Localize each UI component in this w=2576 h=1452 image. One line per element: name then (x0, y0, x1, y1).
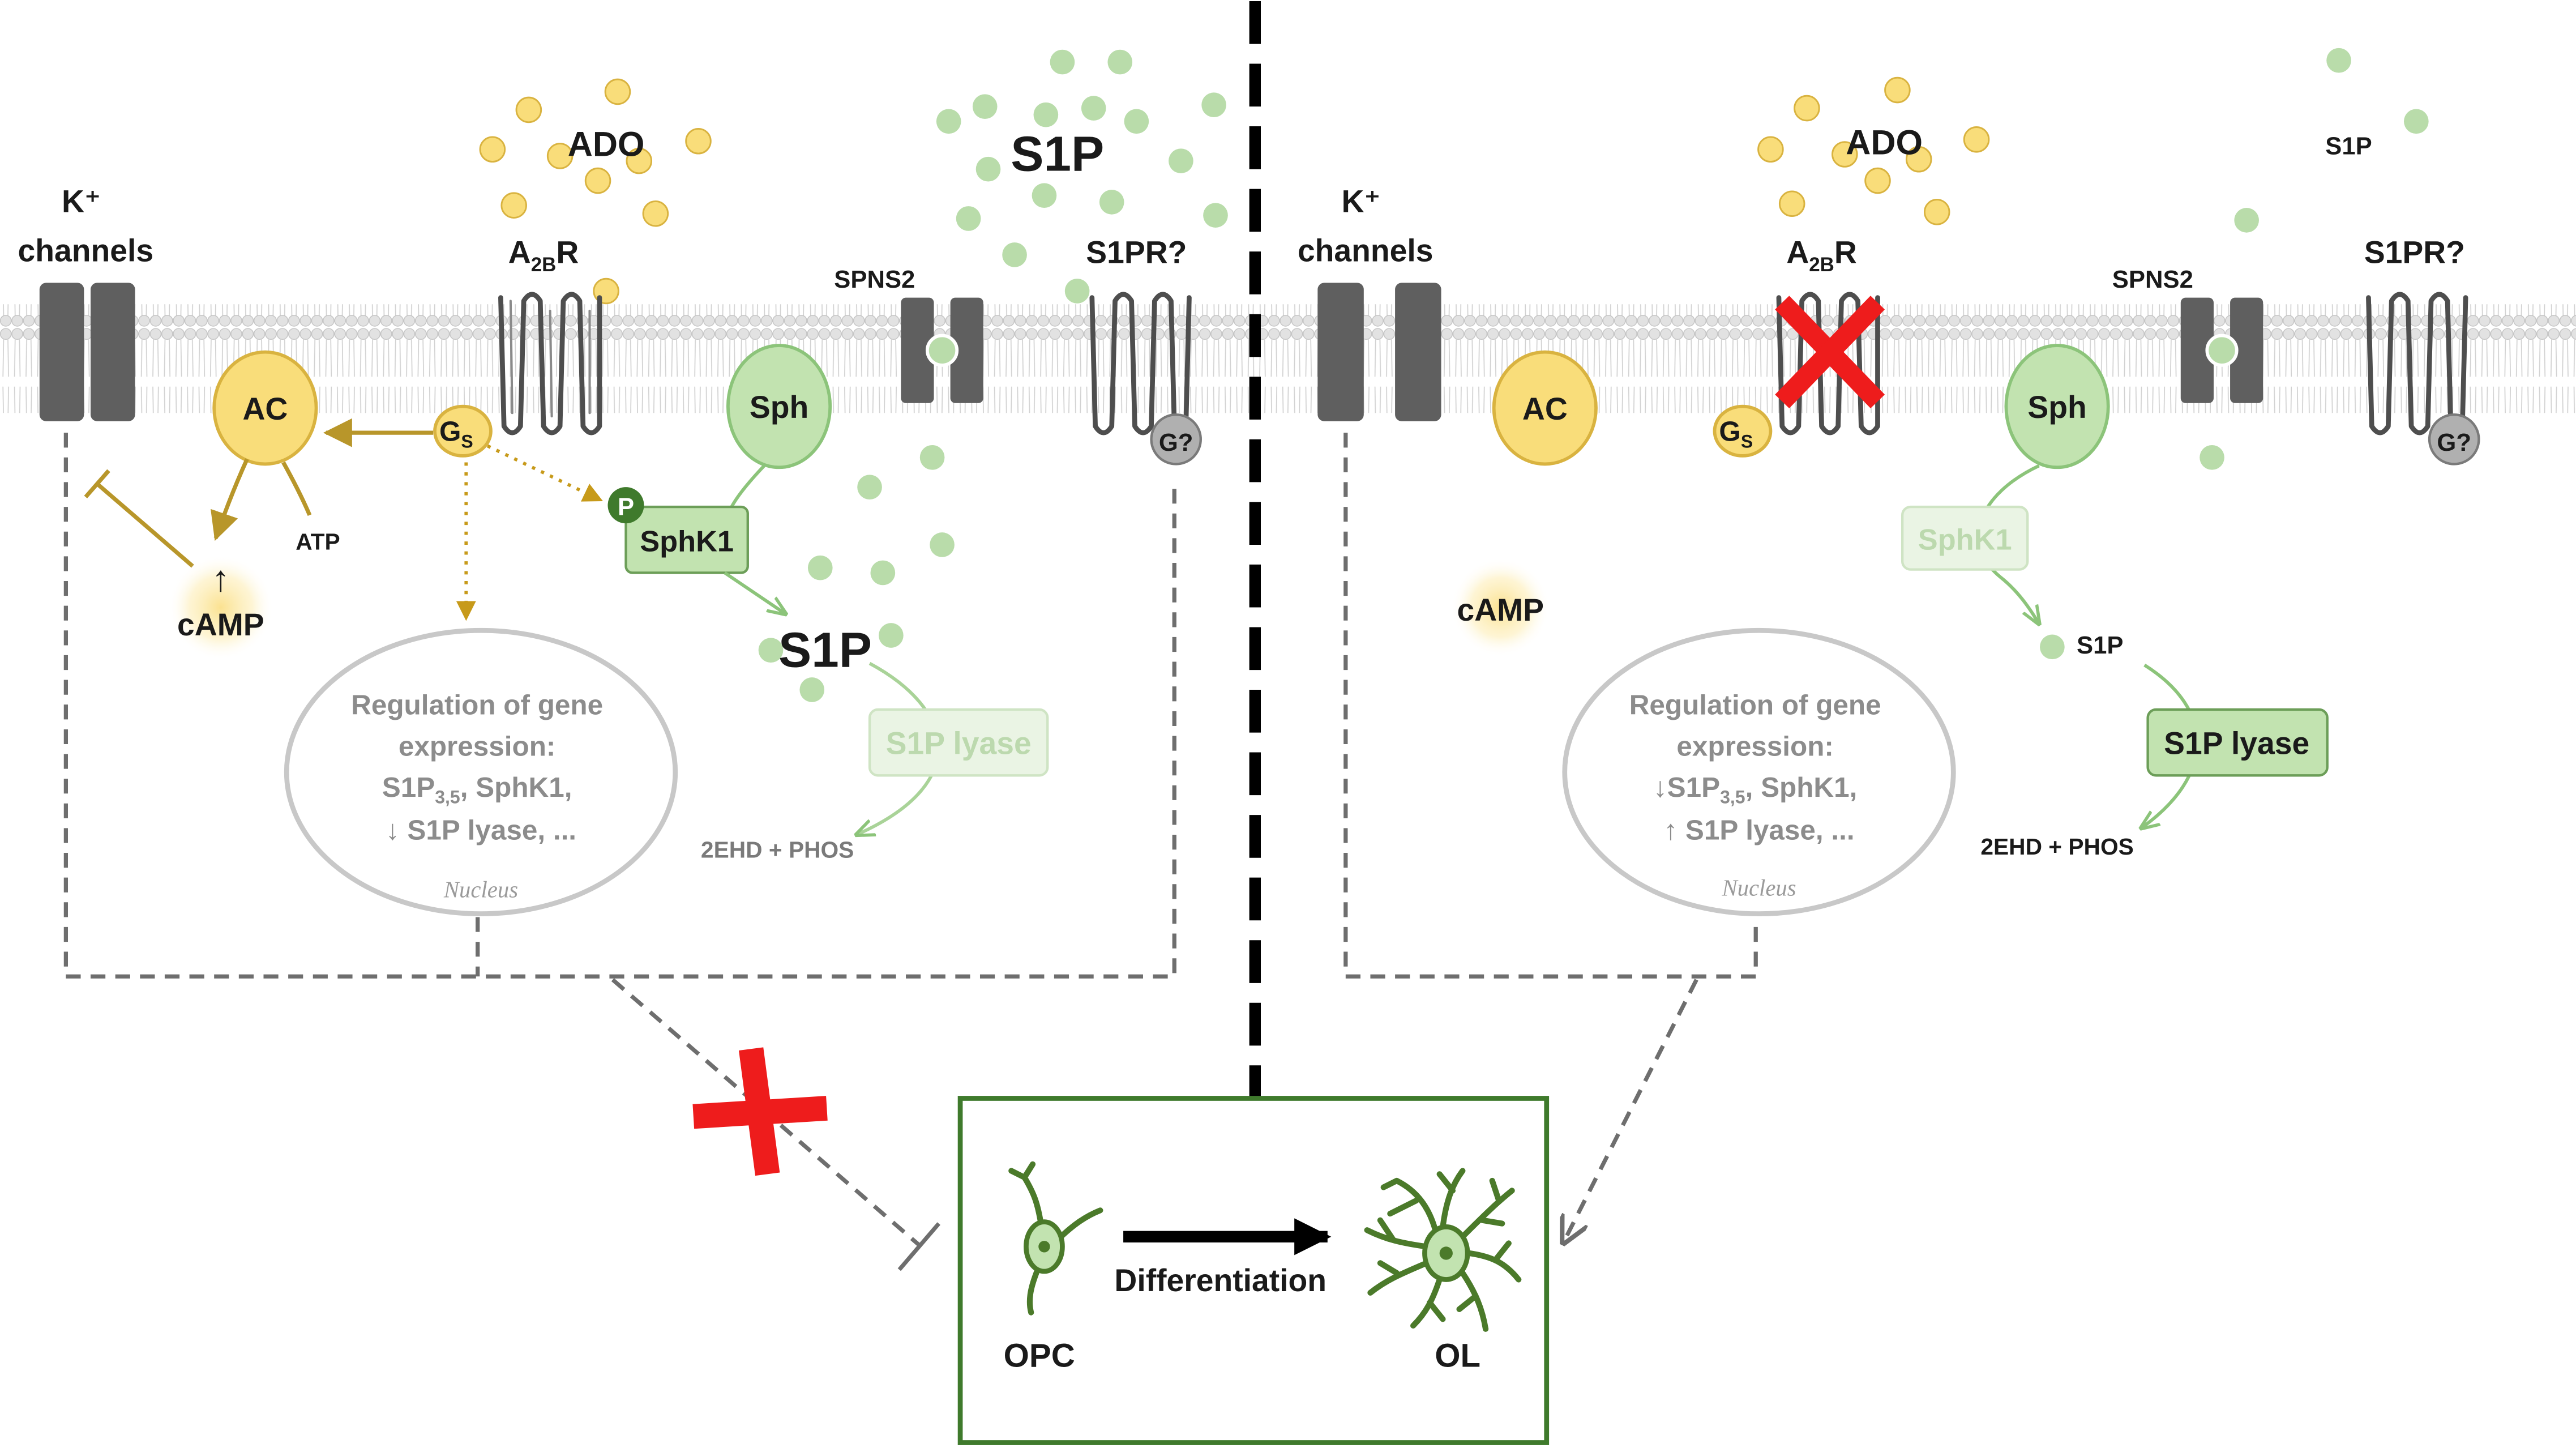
camp-glow-right (1451, 558, 1550, 657)
sphk1-box-right (1901, 505, 2029, 571)
ac-enzyme-right (1492, 350, 1598, 466)
gs-to-sphk1-arrow (486, 444, 604, 502)
camp-inhibits-k-bar (84, 469, 110, 499)
spns2-right-right (2230, 297, 2263, 403)
ado-label: ADO (568, 125, 645, 163)
ado-label-right: ADO (1846, 123, 1923, 162)
ol-nucleus (1439, 1246, 1453, 1260)
gs-label-right: GS (1719, 416, 1753, 452)
s1p-top-label-right: S1P (2325, 133, 2372, 160)
right-promote-arrow (1565, 979, 1698, 1240)
sph-label: Sph (750, 390, 808, 425)
left-signal-bracket (63, 433, 1176, 979)
nucleus-text: Regulation of gene expression: S1P3,5, S… (351, 690, 611, 846)
ac-enzyme (212, 350, 318, 466)
spns2-left (901, 297, 934, 403)
nucleus-text-right: Regulation of gene expression: ↓S1P3,5, … (1629, 690, 1889, 846)
s1pr-label: S1PR? (1086, 235, 1187, 270)
phosphate-icon (607, 487, 644, 524)
sph-enzyme (726, 344, 832, 469)
left-panel: K⁺ channels ADO A2BR S1 (18, 49, 1228, 1271)
a2b-receptor-right (1776, 292, 1880, 435)
sphk1-label: SphK1 (640, 526, 734, 558)
k-channel-right-right (1395, 283, 1441, 421)
ac-label: AC (242, 391, 288, 426)
g-unknown-label-right: G? (2437, 429, 2471, 456)
spns2-left-right (2180, 297, 2214, 403)
a2b-receptor (498, 292, 602, 435)
a2br-label-right: A2BR (1786, 235, 1856, 276)
nucleus-caption-right: Nucleus (1721, 876, 1796, 901)
camp-label-right: cAMP (1457, 592, 1544, 627)
atp-to-ac-line (281, 461, 312, 516)
s1p-mid-label-right: S1P (2077, 632, 2123, 659)
opc-nucleus (1038, 1241, 1050, 1253)
spns2-right (950, 297, 983, 403)
ac-to-camp-arrow (211, 458, 249, 541)
differentiation-box: OPC Differentiation OL (957, 1096, 1550, 1445)
phosphate-label: P (618, 494, 634, 521)
s1p-lyase-label-right: S1P lyase (2164, 725, 2309, 761)
nucleus-right (1562, 627, 1956, 917)
ac-label-right: AC (1522, 391, 1568, 426)
k-channel-left (39, 283, 84, 421)
s1p-particles-top-right (2200, 48, 2429, 470)
left-blocked-arrow-bar (897, 1222, 941, 1271)
s1p-top-label: S1P (1011, 127, 1104, 182)
s1p-lyase-label: S1P lyase (886, 725, 1032, 761)
sph-label-right: Sph (2027, 390, 2086, 425)
s1p-lyase-box (868, 708, 1049, 777)
right-signal-bracket (1343, 433, 1758, 979)
gs-protein-right (1713, 404, 1773, 458)
camp-label: cAMP (177, 607, 264, 642)
spns2-s1p-right (2205, 334, 2239, 367)
s1p-mid-label: S1P (778, 622, 872, 677)
a2br-label: A2BR (508, 235, 579, 276)
s1p-particle-mid-right (2040, 634, 2065, 660)
receptor-knockout-icon (1775, 296, 1885, 409)
nucleus-caption: Nucleus (443, 877, 518, 903)
ado-particles-right (1757, 76, 1990, 225)
k-channel-right (91, 283, 135, 421)
spns2-s1p (925, 334, 959, 367)
sph-enzyme-right (2004, 344, 2110, 469)
opc-label: OPC (1004, 1338, 1075, 1374)
k-channels-label: K⁺ channels (18, 183, 153, 268)
right-panel: K⁺ channels ADO A2BR S1P SPNS2 (1298, 48, 2480, 1240)
cell-membrane (0, 304, 2576, 413)
camp-inhibits-k-line (96, 482, 194, 568)
sphk1-to-s1p-arrow (724, 571, 786, 614)
g-unknown-right (2428, 413, 2480, 466)
s1p-lyase-box-right (2146, 708, 2329, 777)
ol-cell-icon (1364, 1168, 1522, 1332)
products-label-right: 2EHD + PHOS (1980, 834, 2133, 860)
g-unknown-left (1150, 413, 1202, 466)
s1p-particles-top (936, 49, 1228, 304)
camp-arrow: ↑ (212, 558, 230, 599)
k-channels-label-right: K⁺ channels (1298, 183, 1434, 268)
s1p-particles-mid (758, 445, 955, 702)
spns2-label: SPNS2 (834, 266, 915, 293)
k-channel-left-right (1317, 283, 1364, 421)
s1pr-label-right: S1PR? (2364, 235, 2465, 270)
ol-label: OL (1435, 1338, 1480, 1374)
gs-label: GS (439, 416, 473, 452)
atp-label: ATP (296, 529, 340, 555)
spns2-label-right: SPNS2 (2112, 266, 2193, 293)
sphk1-box (624, 505, 749, 574)
sphk1-label-right: SphK1 (1918, 524, 2012, 557)
differentiation-label: Differentiation (1114, 1263, 1326, 1298)
ado-particles (479, 78, 712, 305)
products-label: 2EHD + PHOS (701, 837, 854, 863)
g-unknown-label: G? (1159, 429, 1193, 456)
block-cross-icon (692, 1047, 828, 1176)
gs-protein (433, 404, 493, 458)
camp-glow (168, 554, 273, 660)
nucleus (284, 627, 678, 917)
